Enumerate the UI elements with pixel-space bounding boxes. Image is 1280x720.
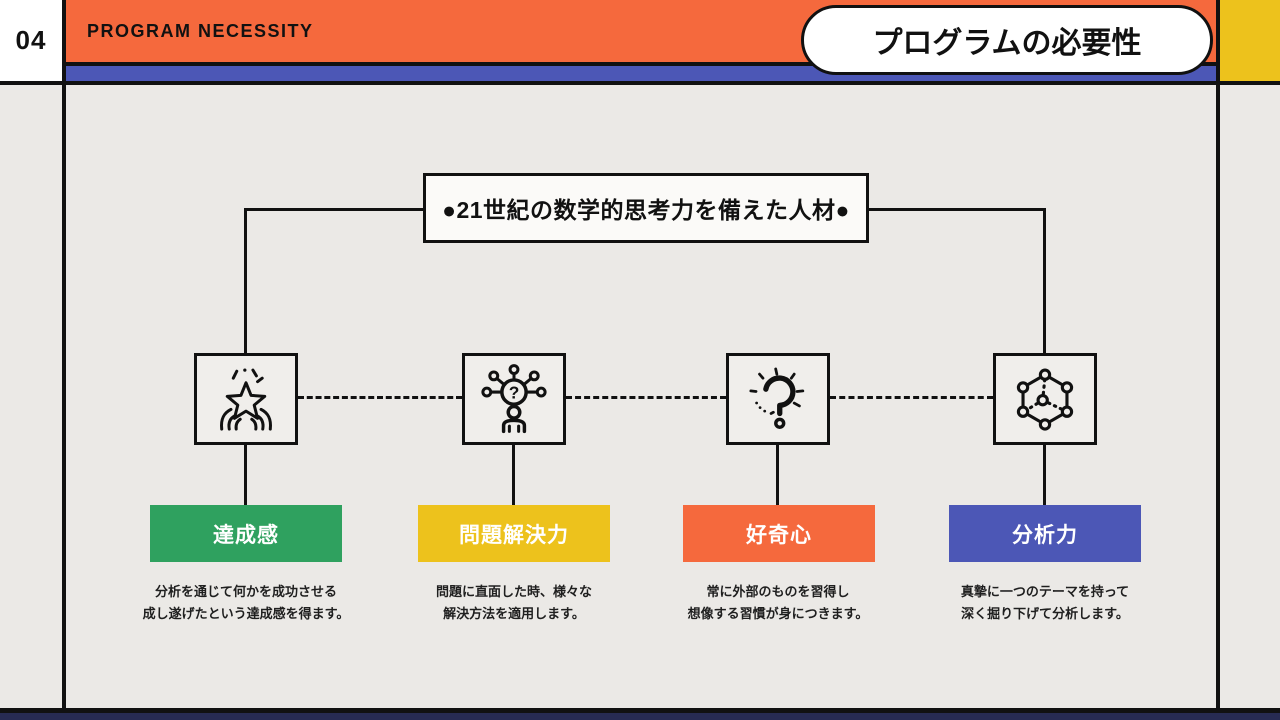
description-problem-solving: 問題に直面した時、様々な 解決方法を適用します。	[374, 581, 654, 625]
description-line: 分析を通じて何かを成功させる	[154, 584, 337, 599]
page-title: プログラムの必要性	[801, 5, 1213, 75]
description-line: 問題に直面した時、様々な	[435, 584, 592, 599]
description-line: 解決方法を適用します。	[443, 606, 585, 622]
connector-line	[1043, 208, 1046, 354]
dashed-connector	[566, 396, 726, 399]
header-kicker: PROGRAM NECESSITY	[87, 20, 314, 41]
hands-star-icon	[219, 368, 273, 431]
connector-line	[1043, 445, 1046, 505]
description-achievement: 分析を通じて何かを成功させる 成し遂げたという達成感を得ます。	[106, 581, 386, 625]
connector-line	[869, 208, 1046, 211]
bottom-blue-strip	[0, 713, 1280, 720]
root-node: ●21世紀の数学的思考力を備えた人材●	[423, 173, 869, 243]
description-line: 深く掘り下げて分析します。	[961, 606, 1129, 622]
bottom-border-line	[0, 708, 1280, 713]
connector-line	[246, 208, 423, 211]
description-line: 真摯に一つのテーマを持って	[960, 584, 1130, 599]
icon-box-achievement	[194, 353, 298, 445]
icon-box-curiosity	[726, 353, 830, 445]
question-mark-rays-icon	[749, 367, 805, 429]
icon-box-analysis	[993, 353, 1097, 445]
connector-line	[776, 445, 779, 505]
icon-box-problem-solving: ?	[462, 353, 566, 445]
description-line: 成し遂げたという達成感を得ます。	[142, 606, 350, 622]
description-curiosity: 常に外部のものを習得し 想像する習慣が身につきます。	[638, 581, 918, 625]
label-box-achievement: 達成感	[150, 505, 342, 562]
connector-line	[512, 445, 515, 505]
page-number: 04	[0, 0, 62, 85]
label-box-analysis: 分析力	[949, 505, 1141, 562]
connector-line	[244, 445, 247, 505]
label-box-curiosity: 好奇心	[683, 505, 875, 562]
description-line: 想像する習慣が身につきます。	[687, 606, 869, 622]
dashed-connector	[298, 396, 462, 399]
label-box-problem-solving: 問題解決力	[418, 505, 610, 562]
dashed-connector	[830, 396, 993, 399]
header-yellow-square	[1220, 0, 1280, 85]
wireframe-cube-icon	[1016, 368, 1074, 431]
right-divider-line	[1216, 0, 1220, 712]
question-network-person-icon: ?	[481, 364, 547, 434]
connector-line	[244, 208, 247, 354]
svg-text:?: ?	[509, 382, 520, 402]
description-analysis: 真摯に一つのテーマを持って 深く掘り下げて分析します。	[905, 581, 1185, 625]
left-divider-line	[62, 0, 66, 712]
description-line: 常に外部のものを習得し	[706, 584, 850, 599]
